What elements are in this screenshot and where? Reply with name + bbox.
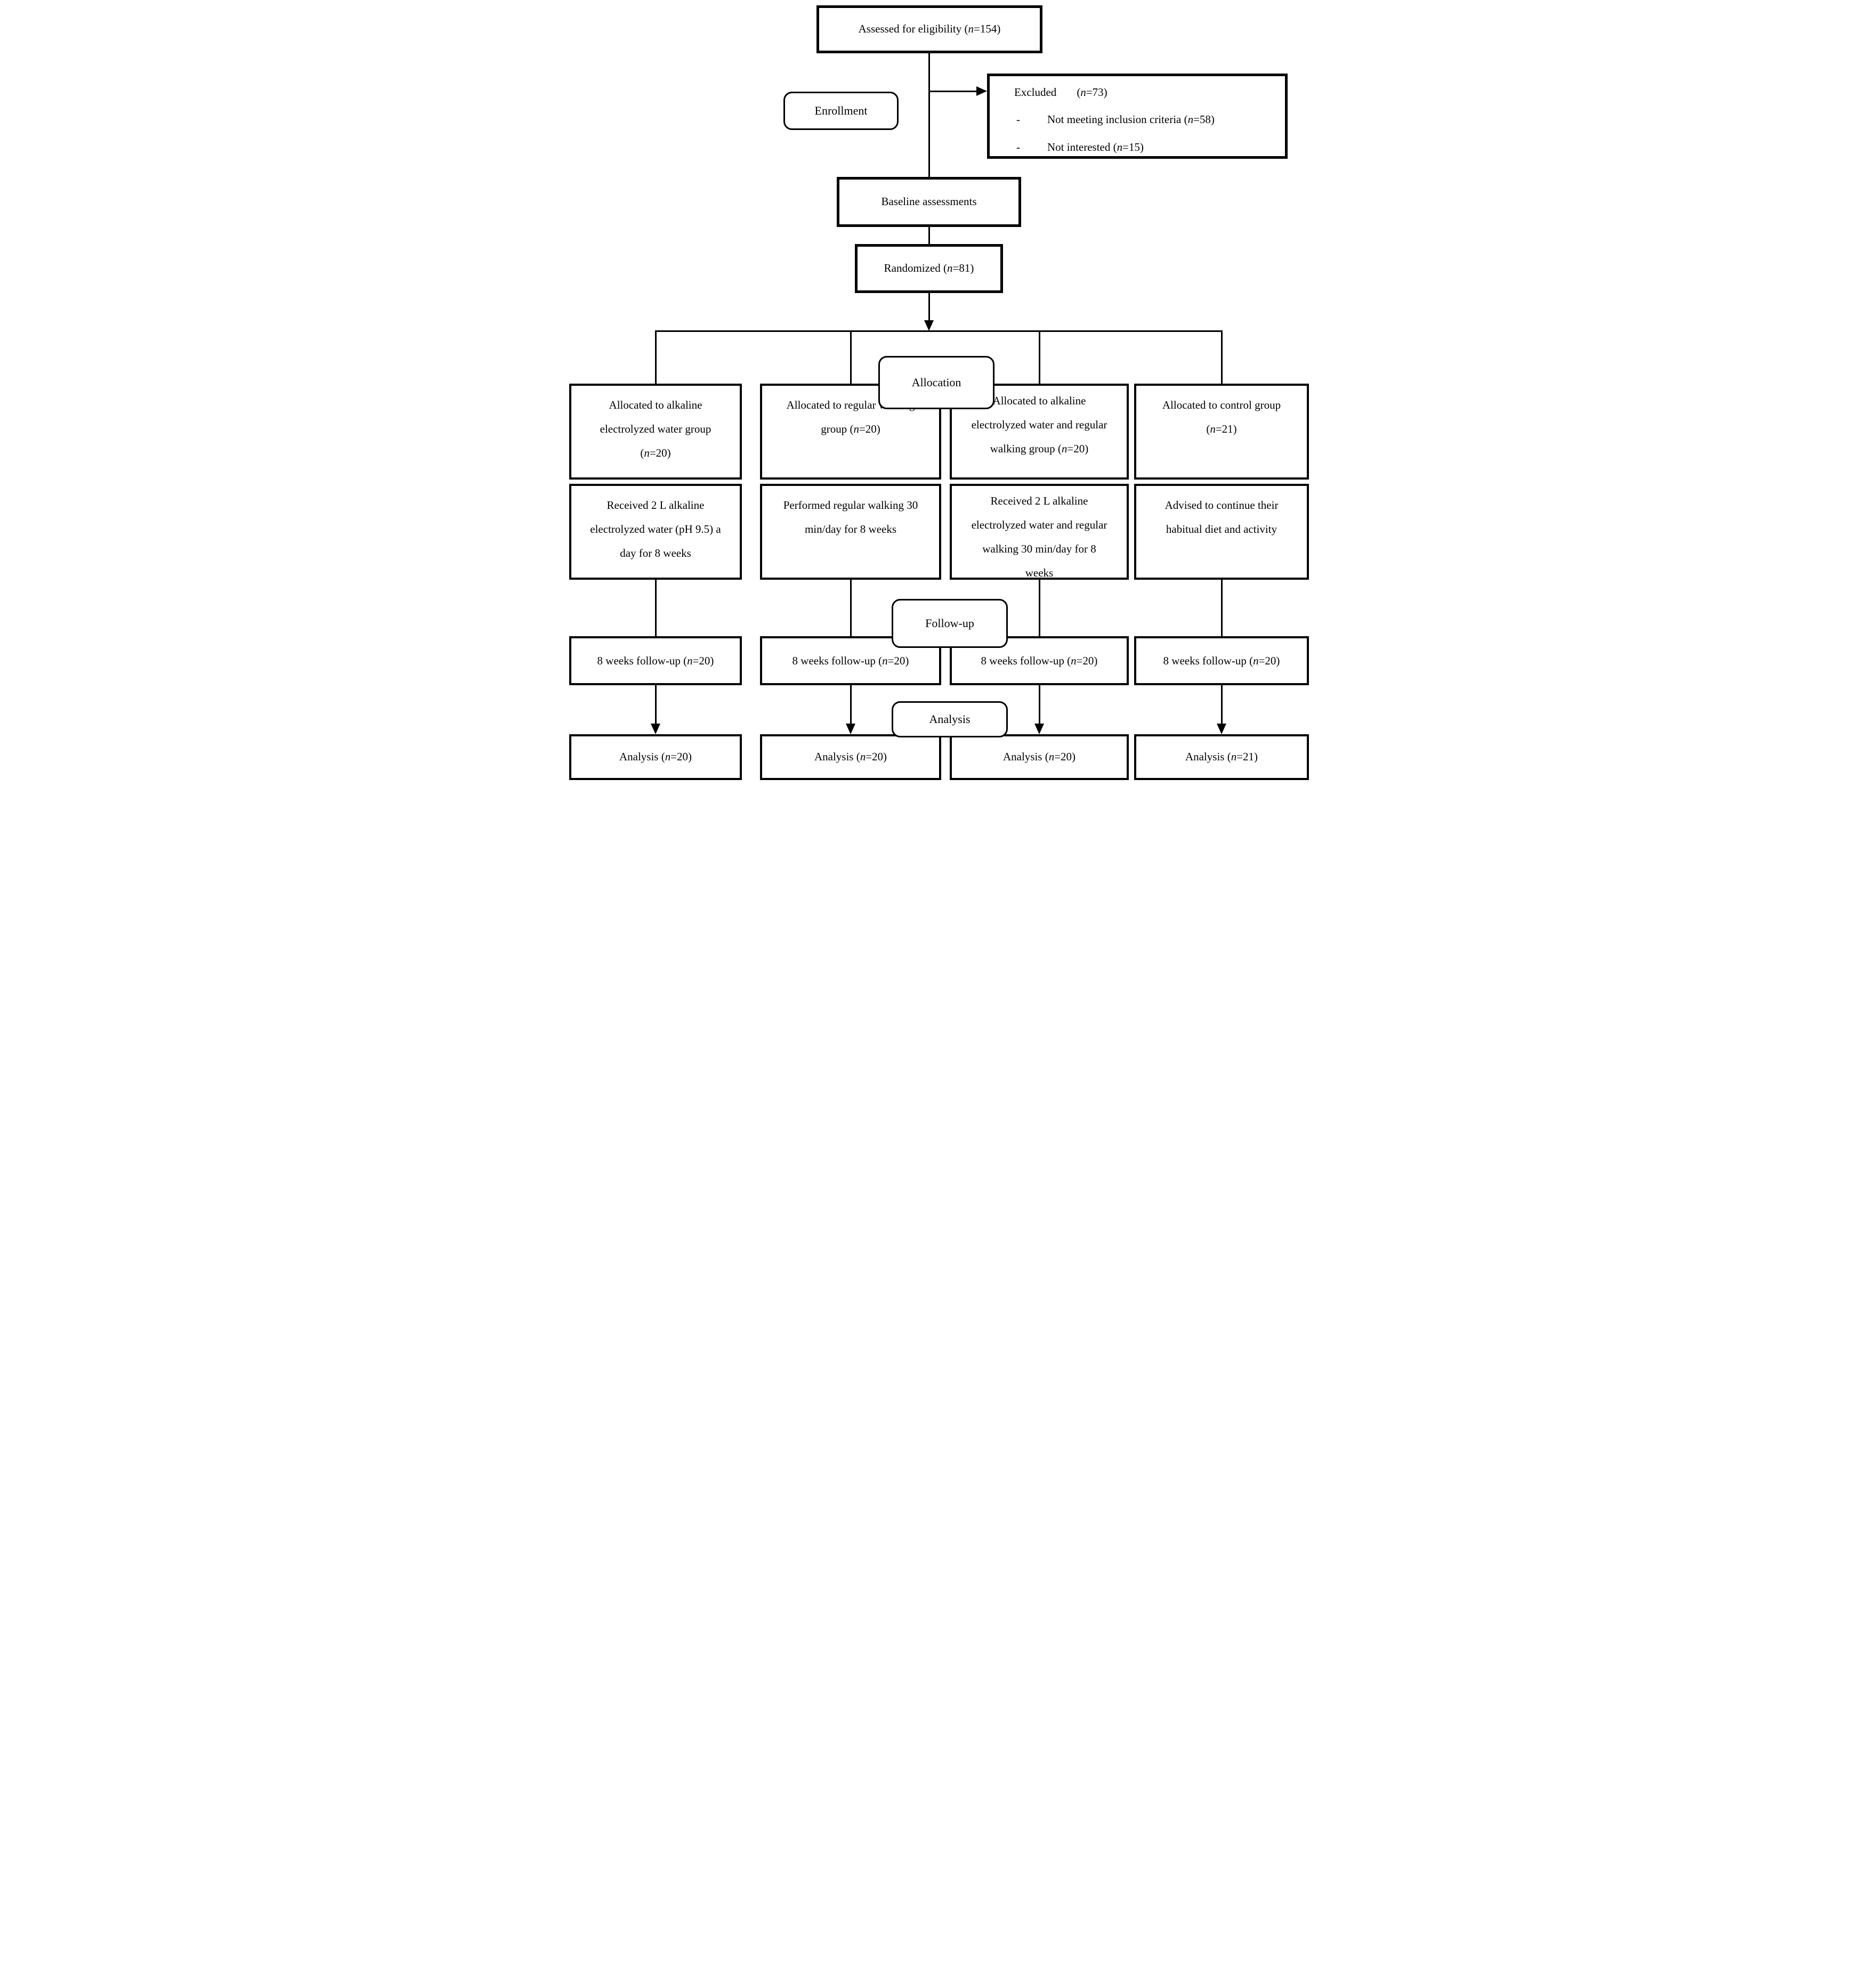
analysis-box-group2: Analysis (n=20): [760, 734, 941, 780]
analysis-text-group3: Analysis (n=20): [1002, 750, 1076, 764]
followup-box-group1: 8 weeks follow-up (n=20): [569, 636, 742, 685]
intervention-text-group4: Advised to continue their habitual diet …: [1165, 499, 1279, 536]
drop-line-group3: [1039, 331, 1040, 384]
arrowhead-excluded: [976, 86, 987, 96]
followup-text-group2: 8 weeks follow-up (n=20): [792, 654, 909, 667]
allocation-stage-label: Allocation: [911, 376, 961, 389]
connector-followup-analysis-3: [1039, 685, 1040, 726]
arrowhead-analysis-4: [1217, 724, 1226, 734]
analysis-box-group3: Analysis (n=20): [950, 734, 1129, 780]
excluded-item: - Not interested (n=15): [1014, 140, 1144, 155]
connector-eligibility-to-baseline: [928, 53, 930, 177]
excluded-title-text: Excluded: [1014, 86, 1057, 99]
analysis-stage-label: Analysis: [929, 712, 971, 726]
intervention-text-group2: Performed regular walking 30 min/day for…: [783, 499, 918, 536]
allocation-split-line: [655, 330, 1223, 332]
analysis-stage-pill: Analysis: [892, 701, 1008, 737]
connector-followup-analysis-1: [655, 685, 657, 726]
drop-line-group1: [655, 331, 657, 384]
intervention-box-group4: Advised to continue their habitual diet …: [1134, 484, 1309, 580]
excluded-item-dash: -: [1016, 140, 1020, 153]
connector-intervention-followup-2: [850, 580, 852, 637]
excluded-item-text: Not interested (n=15): [1047, 140, 1144, 153]
excluded-title: Excluded (n=73): [1014, 85, 1107, 100]
connector-baseline-to-randomized: [928, 227, 930, 244]
excluded-item: - Not meeting inclusion criteria (n=58): [1014, 112, 1215, 127]
allocated-text-group1: Allocated to alkaline electrolyzed water…: [600, 399, 711, 460]
excluded-item-text: Not meeting inclusion criteria (n=58): [1047, 113, 1215, 126]
arrowhead-analysis-1: [651, 724, 660, 734]
allocated-text-group3: Allocated to alkaline electrolyzed water…: [971, 394, 1107, 456]
followup-text-group3: 8 weeks follow-up (n=20): [981, 654, 1098, 667]
analysis-box-group1: Analysis (n=20): [569, 734, 742, 780]
enrollment-stage-label: Enrollment: [814, 104, 868, 117]
drop-line-group2: [850, 331, 852, 384]
intervention-box-group3: Received 2 L alkaline electrolyzed water…: [950, 484, 1129, 580]
analysis-text-group1: Analysis (n=20): [619, 750, 692, 764]
connector-randomized-to-split: [928, 293, 930, 321]
connector-to-excluded: [929, 91, 977, 92]
connector-followup-analysis-2: [850, 685, 852, 726]
arrowhead-randomized: [924, 320, 934, 331]
followup-stage-label: Follow-up: [925, 616, 974, 630]
baseline-box: Baseline assessments: [837, 177, 1021, 227]
excluded-title-n: (n=73): [1077, 86, 1107, 99]
randomized-text: Randomized (n=81): [884, 262, 974, 275]
followup-text-group1: 8 weeks follow-up (n=20): [597, 654, 714, 667]
intervention-text-group3: Received 2 L alkaline electrolyzed water…: [971, 494, 1107, 580]
connector-intervention-followup-1: [655, 580, 657, 637]
arrowhead-analysis-3: [1034, 724, 1044, 734]
intervention-text-group1: Received 2 L alkaline electrolyzed water…: [590, 499, 721, 560]
followup-box-group4: 8 weeks follow-up (n=20): [1134, 636, 1309, 685]
baseline-text: Baseline assessments: [881, 195, 977, 208]
allocated-box-group4: Allocated to control group (n=21): [1134, 384, 1309, 480]
allocation-stage-pill: Allocation: [878, 356, 994, 409]
followup-stage-pill: Follow-up: [892, 599, 1008, 648]
connector-intervention-followup-3: [1039, 580, 1040, 637]
enrollment-stage-pill: Enrollment: [783, 92, 899, 130]
eligibility-box: Assessed for eligibility (n=154): [816, 5, 1042, 53]
consort-flow-diagram: Assessed for eligibility (n=154) Exclude…: [563, 0, 1313, 789]
randomized-box: Randomized (n=81): [855, 244, 1003, 293]
eligibility-text: Assessed for eligibility (n=154): [858, 22, 1001, 36]
intervention-box-group2: Performed regular walking 30 min/day for…: [760, 484, 941, 580]
allocated-box-group1: Allocated to alkaline electrolyzed water…: [569, 384, 742, 480]
connector-intervention-followup-4: [1221, 580, 1223, 637]
excluded-box: Excluded (n=73) - Not meeting inclusion c…: [987, 74, 1288, 159]
connector-followup-analysis-4: [1221, 685, 1223, 726]
arrowhead-analysis-2: [846, 724, 855, 734]
intervention-box-group1: Received 2 L alkaline electrolyzed water…: [569, 484, 742, 580]
excluded-item-dash: -: [1016, 113, 1020, 126]
analysis-text-group4: Analysis (n=21): [1185, 750, 1258, 764]
analysis-text-group2: Analysis (n=20): [814, 750, 887, 764]
allocated-text-group4: Allocated to control group (n=21): [1162, 399, 1281, 436]
followup-text-group4: 8 weeks follow-up (n=20): [1163, 654, 1280, 667]
drop-line-group4: [1221, 331, 1223, 384]
analysis-box-group4: Analysis (n=21): [1134, 734, 1309, 780]
